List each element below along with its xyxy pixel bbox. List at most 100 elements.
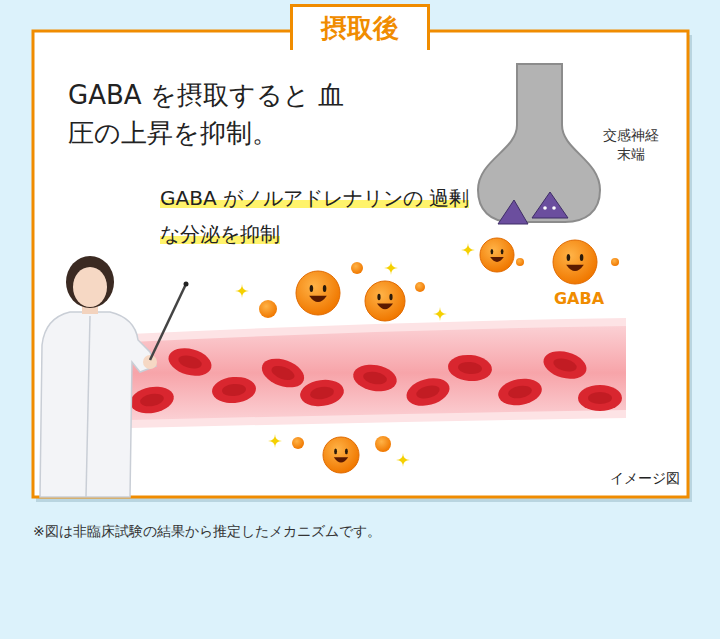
noradrenaline [498,200,528,224]
gaba-character [365,281,405,321]
red-blood-cell [211,375,257,405]
cell-body [403,374,452,411]
gaba-dot [611,258,619,266]
gaba-dot [516,258,524,266]
gaba-character [480,238,514,272]
gaba-eye [345,449,348,455]
gaba-eye [377,294,380,300]
gaba-eye [323,285,327,292]
gaba-body [553,240,597,284]
cell-center [588,392,612,404]
gaba-dot [375,436,391,452]
gaba-mouth [566,265,584,271]
red-blood-cell [258,353,308,392]
gaba-character [553,240,597,284]
cell-center [362,370,388,386]
gaba-body [480,238,514,272]
cell-body [128,383,176,416]
cell-center [270,363,297,382]
vessel [130,326,626,420]
cell-body [447,353,493,383]
label-text: イメージ図 [610,470,680,486]
tab-heading: 摂取後 [290,4,430,50]
red-blood-cell [496,375,544,408]
caption: ※図は非臨床試験の結果から推定したメカニズムです。 [33,521,693,541]
label-text: 交感神経 末端 [603,127,659,162]
gaba-eye [501,249,504,254]
gaba-character [323,437,359,473]
cell-body [540,347,589,384]
red-blood-cell [298,377,345,409]
cell-body [211,375,257,405]
gaba-mouth [334,457,348,462]
gaba-dot [292,437,304,449]
label-text: GABA がノルアドレナリンの 過剰な分泌を抑制 [160,186,469,246]
panel [33,31,688,497]
cell-center [139,392,165,408]
cell-body [496,375,544,408]
gaba-eye [389,294,392,300]
cell-center [309,385,334,400]
face [73,267,107,307]
noradrenaline [532,192,568,218]
red-blood-cell [351,361,399,394]
presenter [40,256,189,497]
gaba-eye [491,249,494,254]
gaba-character [296,271,340,315]
gaba-dot [351,262,363,274]
label-text: GABA [554,289,604,308]
nerve-terminal [478,64,600,222]
gaba-eye [310,285,314,292]
gaba-label: GABA [548,289,610,309]
pointer [150,284,186,360]
red-blood-cell [447,353,493,383]
headline: GABA を摂取すると 血圧の上昇を抑制。 [68,76,364,152]
image-note: イメージ図 [596,468,680,488]
cell-body [351,361,399,394]
gaba-body [365,281,405,321]
gaba-eye [580,254,584,261]
coat-opening [86,316,90,497]
gaba-dot [415,282,425,292]
highlight-note: GABA がノルアドレナリンの 過剰な分泌を抑制 [160,180,472,252]
red-blood-cell [403,374,452,411]
nerve-label: 交感神経 末端 [598,126,664,164]
vessel-wall [130,318,626,428]
red-blood-cell [128,383,176,416]
sparkle [433,307,447,321]
sparkle [461,243,475,257]
gaba-body [296,271,340,315]
gaba-mouth [377,303,393,309]
cell-center [222,383,247,397]
sparkle [384,261,398,275]
cell-body [165,344,214,381]
red-blood-cell [165,344,214,381]
hair [66,256,114,308]
lab-coat [40,312,156,497]
red-blood-cell [578,385,622,411]
cell-center [415,383,441,401]
cell-center [552,356,578,374]
tab-text: 摂取後 [321,11,399,46]
red-blood-cell [540,347,589,384]
cell-center [507,384,533,400]
gaba-dot [259,300,277,318]
cell-center [458,361,483,375]
gaba-body [323,437,359,473]
gaba-eye [334,449,337,455]
cell-body [258,353,308,392]
sparkle [235,284,249,298]
gaba-mouth [309,296,327,302]
sparkle [396,453,410,467]
noradrenaline-eye [552,206,556,210]
cell-center [177,353,203,371]
gaba-mouth [490,257,504,262]
sparkle [268,434,282,448]
pointer-tip [184,282,189,287]
noradrenaline-eye [543,206,547,210]
cell-body [578,385,622,411]
gaba-eye [567,254,571,261]
cell-body [298,377,345,409]
